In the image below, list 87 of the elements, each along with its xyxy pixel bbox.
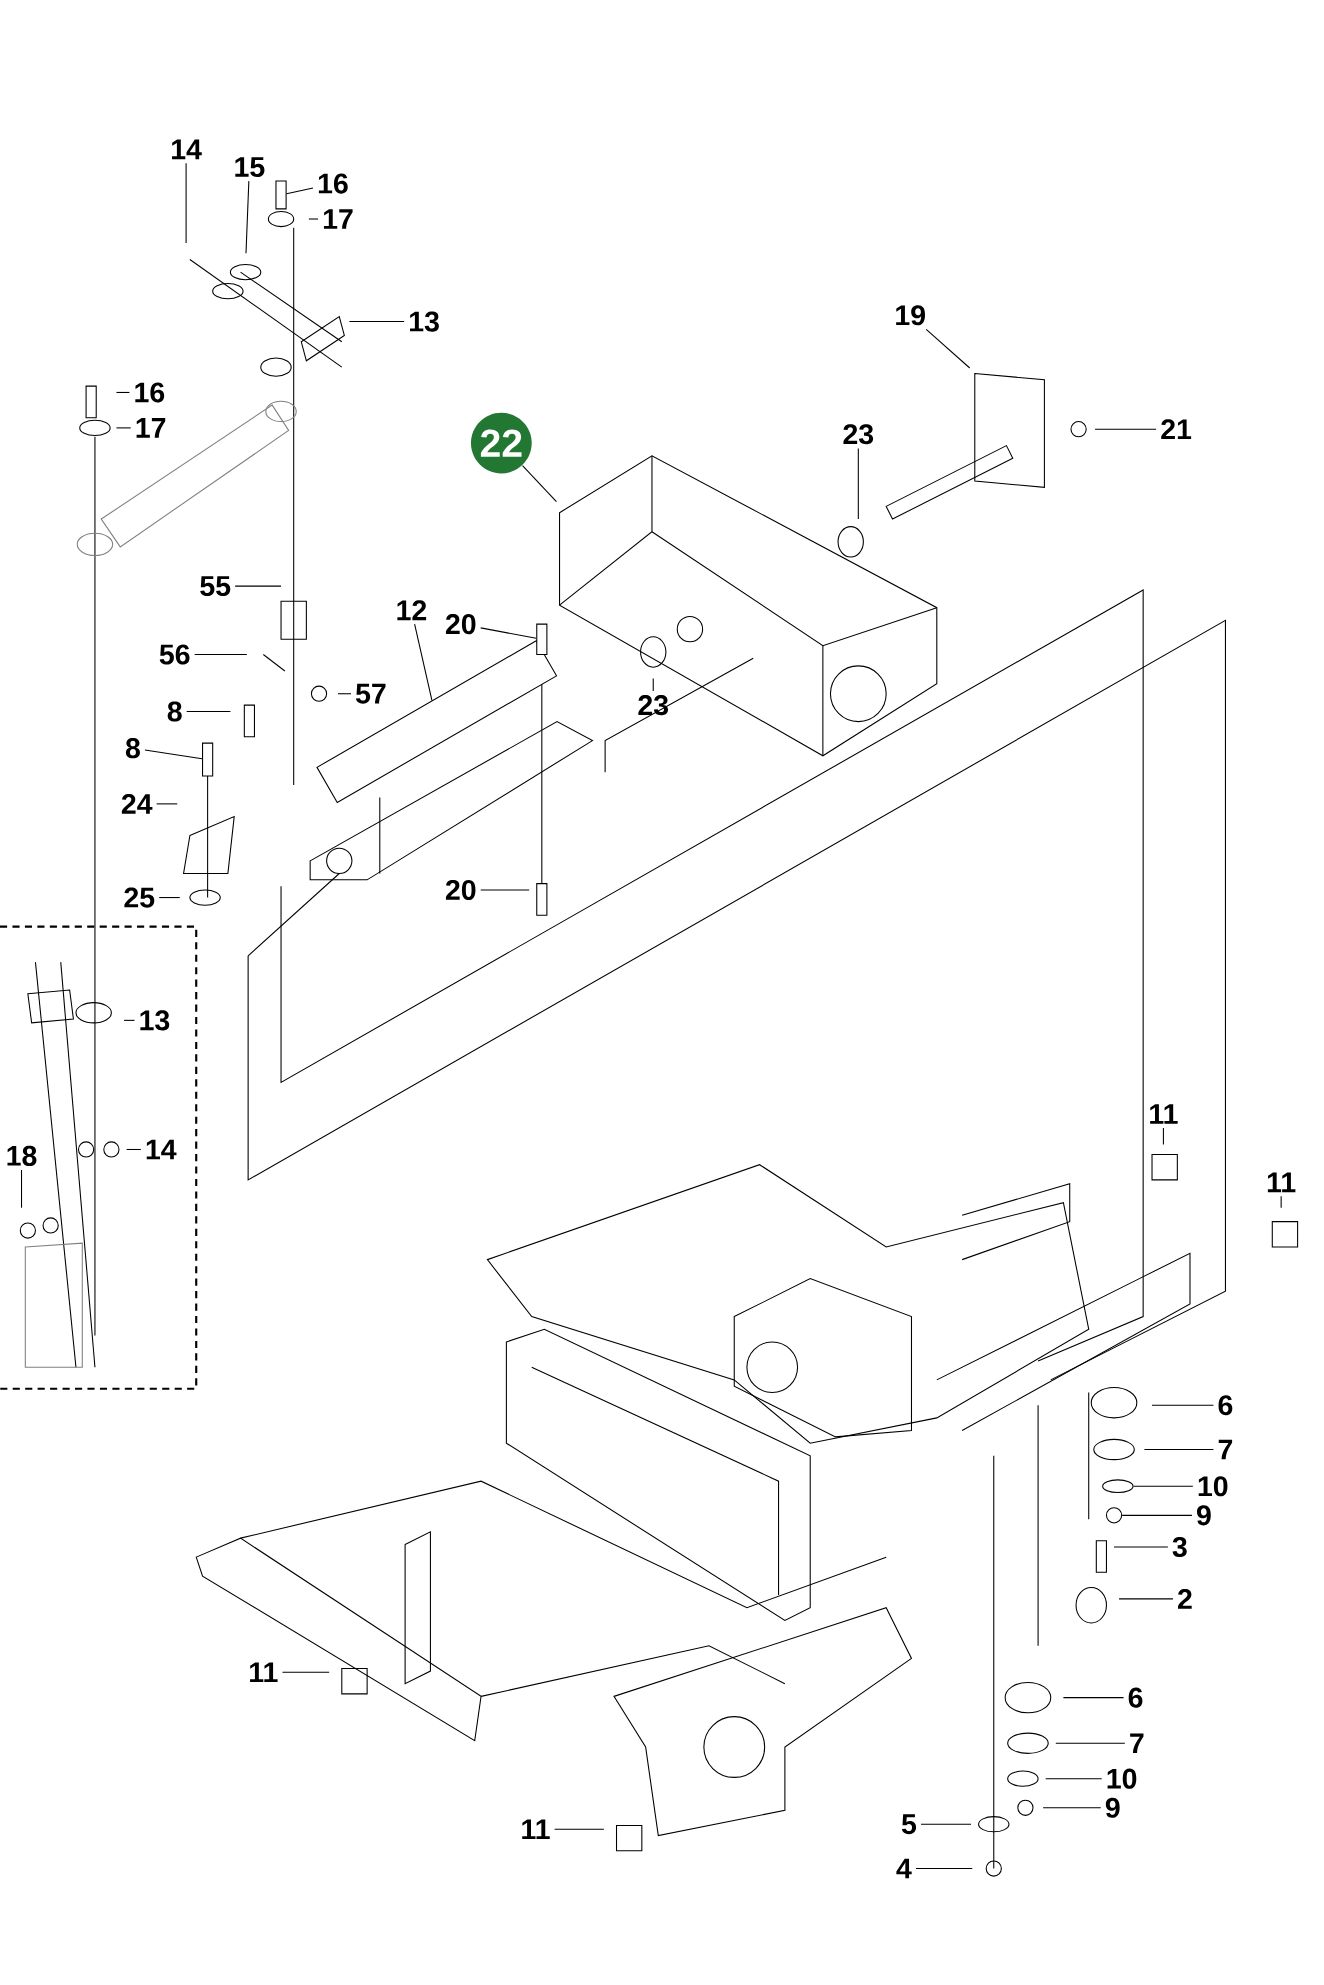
callout-number: 20 (445, 879, 476, 901)
callout-number: 56 (159, 644, 190, 665)
leader-line (156, 803, 178, 805)
callout-number: 55 (200, 576, 231, 597)
callout-number: 9 (1196, 1505, 1211, 1526)
leader-line (414, 623, 433, 701)
leader-line (348, 321, 405, 323)
callout-number: 23 (843, 424, 874, 445)
leader-line (1094, 428, 1157, 430)
callout-number: 12 (397, 600, 427, 621)
washer (1102, 1479, 1134, 1494)
leader-line (234, 585, 282, 587)
callout-number: 13 (409, 311, 439, 332)
callout-number: 11 (250, 1662, 278, 1683)
leader-line (1143, 1449, 1214, 1451)
callout-number: 20 (445, 614, 476, 635)
leader-line (925, 328, 971, 369)
leader-line (123, 1019, 135, 1021)
callout-number: 13 (140, 1010, 170, 1031)
leader-line (186, 710, 231, 712)
leader-line (1132, 1485, 1194, 1487)
leader-line (915, 1868, 973, 1870)
callout-number: 14 (171, 139, 202, 160)
leader-line (920, 1823, 972, 1825)
leader-line (281, 1671, 330, 1673)
leader-line (480, 889, 530, 891)
leader-line (1042, 1807, 1102, 1809)
callout-number: 21 (1161, 419, 1192, 440)
leader-line (144, 749, 203, 760)
callout-number: 11 (1267, 1172, 1296, 1193)
callout-number: 6 (1218, 1395, 1233, 1416)
callout-number: 3 (1172, 1536, 1187, 1558)
leader-line (158, 897, 181, 899)
bolt (201, 742, 214, 777)
leader-line (245, 180, 250, 254)
callout-number: 2 (1177, 1588, 1192, 1609)
leader-line (115, 427, 132, 429)
callout-number: 23 (638, 695, 668, 716)
leader-line (126, 1148, 142, 1151)
leader-line (1055, 1742, 1126, 1744)
leader-line (1062, 1697, 1124, 1699)
callout-number: 15 (235, 157, 265, 178)
callout-number: 7 (1130, 1733, 1144, 1753)
leader-line (308, 218, 319, 220)
callout-number: 11 (522, 1819, 550, 1840)
callout-number: 4 (896, 1858, 912, 1879)
callout-number: 16 (318, 173, 348, 194)
leader-line (1121, 1514, 1193, 1516)
callout-number: 5 (901, 1814, 916, 1835)
leader-line (1151, 1404, 1214, 1406)
callout-number: 16 (135, 382, 165, 403)
callout-number: 10 (1198, 1476, 1228, 1497)
leader-line (521, 465, 557, 503)
callout-number: 7 (1218, 1439, 1232, 1460)
leader-line (857, 447, 859, 520)
nut (1105, 1507, 1123, 1524)
callout-number: 8 (167, 701, 182, 722)
leader-line (185, 162, 187, 244)
callout-number: 11 (1150, 1104, 1178, 1124)
leader-line (554, 1828, 605, 1830)
callout-number: 25 (124, 887, 155, 908)
leader-line (115, 391, 130, 393)
callout-number: 24 (121, 793, 153, 814)
callout-number: 18 (7, 1145, 37, 1166)
callout-number: 10 (1107, 1768, 1137, 1789)
leader-line (652, 678, 654, 692)
leader-line (1045, 1778, 1103, 1780)
leader-line (480, 627, 537, 639)
callout-number: 17 (136, 418, 166, 438)
callout-number: 9 (1105, 1797, 1120, 1818)
callout-number: 17 (323, 209, 353, 229)
leader-line (1162, 1127, 1164, 1145)
leader-line (1113, 1546, 1169, 1548)
callout-number: 14 (146, 1139, 177, 1160)
bolt (275, 180, 287, 210)
leader-line (286, 187, 314, 195)
leader-line (194, 653, 248, 656)
bolt (536, 623, 548, 656)
callout-number: 57 (355, 683, 386, 704)
leader-line (1280, 1195, 1282, 1209)
callout-number: 6 (1128, 1687, 1143, 1708)
callout-badge: 22 (470, 412, 532, 474)
leader-line (20, 1169, 22, 1209)
callout-number: 19 (896, 305, 925, 326)
leader-line (1118, 1598, 1174, 1600)
leader-line (337, 693, 352, 695)
callout-number: 8 (125, 738, 140, 759)
